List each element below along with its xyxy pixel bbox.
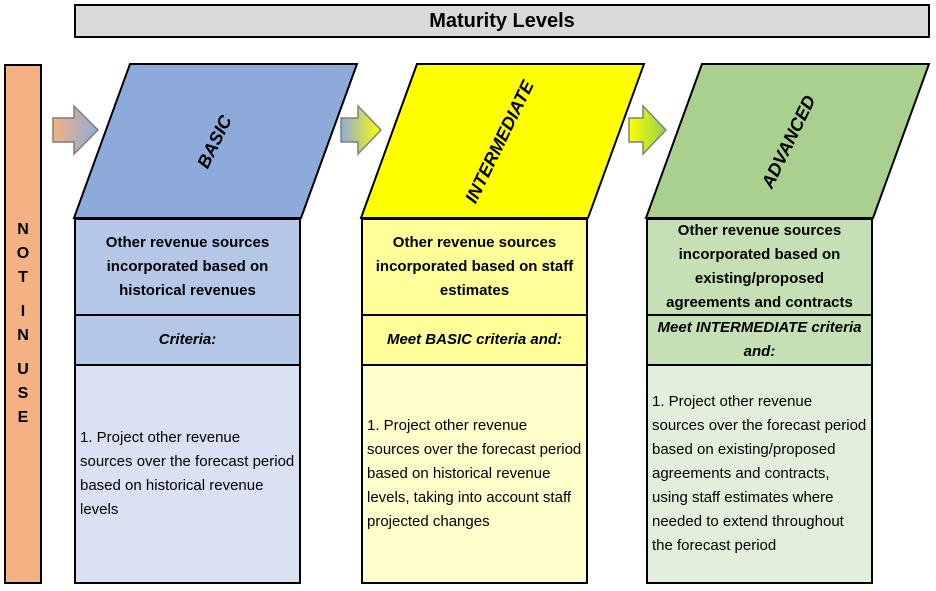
arrow-to-basic [52, 104, 100, 156]
not-in-use-bar: N O T I N U S E [4, 64, 42, 584]
side-letter: I [20, 303, 26, 320]
advanced-criteria: Meet INTERMEDIATE criteria and: [646, 314, 873, 366]
advanced-body: 1. Project other revenue sources over th… [646, 364, 873, 584]
title-text: Maturity Levels [429, 9, 575, 32]
basic-criteria: Criteria: [74, 314, 301, 366]
side-letter: T [18, 269, 28, 286]
intermediate-body: 1. Project other revenue sources over th… [361, 364, 588, 584]
arrow-to-intermediate [340, 104, 383, 156]
side-letter: N [17, 327, 29, 344]
side-letter: N [17, 221, 29, 238]
side-letter: O [16, 245, 30, 262]
side-letter: S [17, 385, 29, 402]
arrow-to-advanced [628, 104, 668, 156]
basic-body: 1. Project other revenue sources over th… [74, 364, 301, 584]
side-letter: E [17, 409, 29, 426]
advanced-description: Other revenue sources incorporated based… [646, 218, 873, 316]
maturity-levels-title: Maturity Levels [74, 4, 930, 38]
intermediate-description: Other revenue sources incorporated based… [361, 218, 588, 316]
basic-description: Other revenue sources incorporated based… [74, 218, 301, 316]
side-letter: U [17, 361, 29, 378]
intermediate-criteria: Meet BASIC criteria and: [361, 314, 588, 366]
